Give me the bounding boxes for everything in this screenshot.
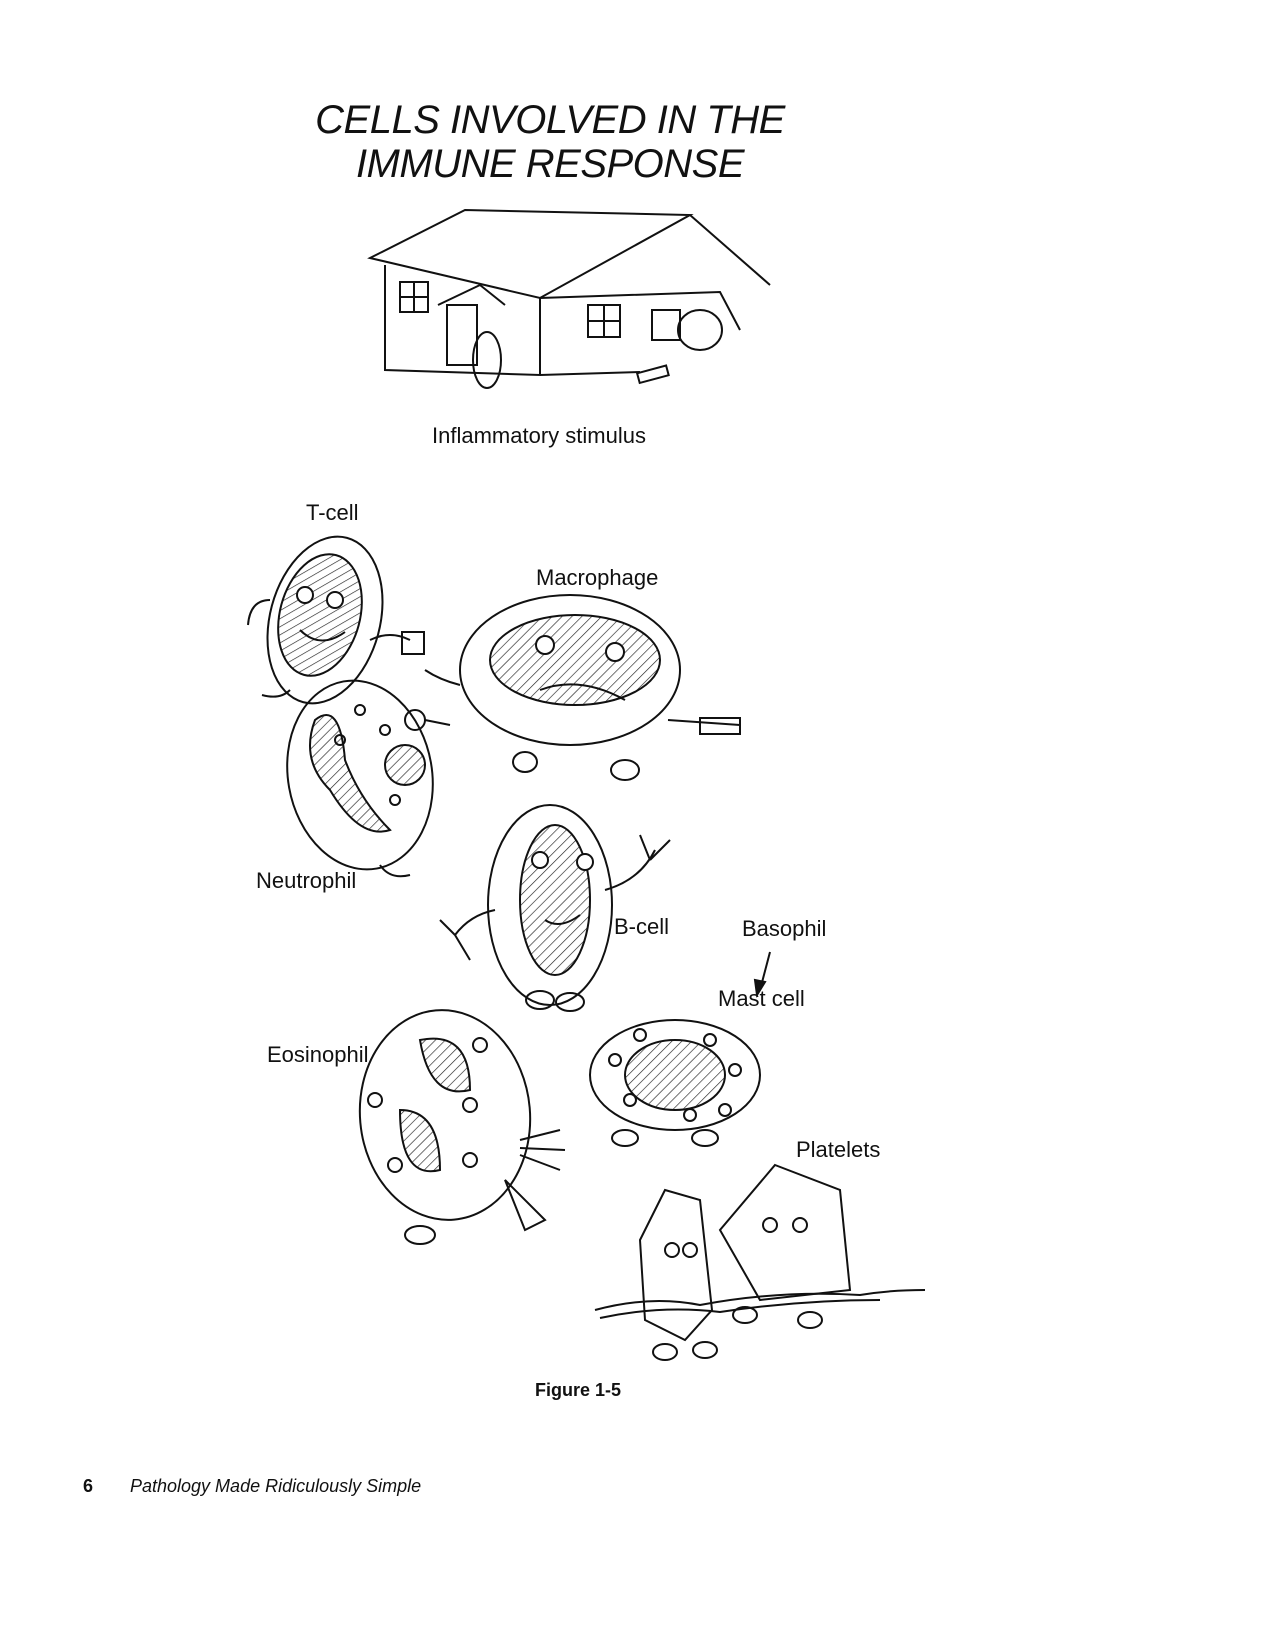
figure-caption: Figure 1-5 bbox=[535, 1380, 622, 1400]
mast-cell-drawing bbox=[589, 1019, 761, 1147]
page-title: CELLS INVOLVED IN THE IMMUNE RESPONSE bbox=[250, 98, 850, 186]
house-drawing bbox=[367, 208, 771, 389]
platelets-drawing bbox=[594, 1163, 926, 1361]
label-neutrophil: Neutrophil bbox=[256, 868, 357, 893]
title-line-2: IMMUNE RESPONSE bbox=[355, 142, 745, 186]
label-platelets: Platelets bbox=[796, 1137, 881, 1162]
eosinophil-drawing bbox=[358, 1009, 566, 1245]
running-footer-title: Pathology Made Ridiculously Simple bbox=[130, 1476, 422, 1496]
label-t-cell: T-cell bbox=[306, 500, 359, 525]
b-cell-drawing bbox=[439, 804, 671, 1012]
macrophage-drawing bbox=[424, 594, 741, 781]
t-cell-drawing bbox=[247, 535, 425, 705]
neutrophil-drawing bbox=[286, 679, 451, 878]
page-number: 6 bbox=[83, 1476, 94, 1496]
label-mast-cell: Mast cell bbox=[718, 986, 805, 1011]
label-b-cell: B-cell bbox=[614, 914, 670, 939]
label-basophil: Basophil bbox=[742, 916, 827, 941]
inflammatory-stimulus-caption: Inflammatory stimulus bbox=[432, 423, 646, 448]
label-eosinophil: Eosinophil bbox=[267, 1042, 369, 1067]
title-line-1: CELLS INVOLVED IN THE bbox=[315, 98, 785, 142]
label-macrophage: Macrophage bbox=[536, 565, 659, 590]
